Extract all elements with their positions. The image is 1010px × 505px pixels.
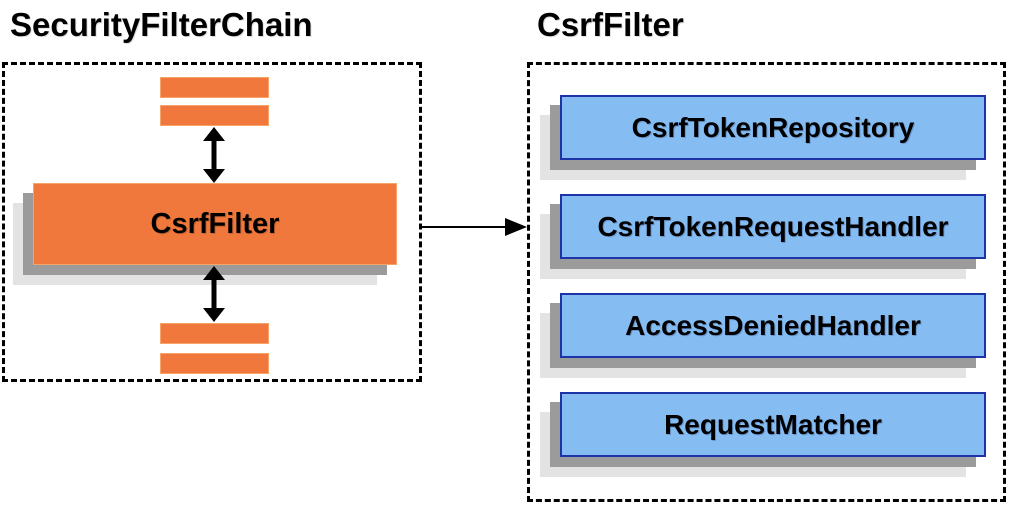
security-filter-chain-title: SecurityFilterChain [10,6,313,43]
filter-bar [160,353,269,374]
up-down-arrow-icon [203,127,225,183]
component-box-label: CsrfTokenRepository [631,111,915,143]
csrf-filter-box-label: CsrfFilter [150,207,280,240]
csrf-filter-box: CsrfFilter [33,183,397,265]
right-arrow-icon [421,218,527,236]
component-box-csrf-token-repository: CsrfTokenRepository [560,95,986,160]
up-down-arrow-icon [203,266,225,322]
filter-bar [160,77,269,98]
component-box-label: RequestMatcher [664,408,882,440]
component-box-csrf-token-request-handler: CsrfTokenRequestHandler [560,194,986,259]
csrf-filter-title: CsrfFilter [537,6,684,43]
component-box-access-denied-handler: AccessDeniedHandler [560,293,986,358]
component-box-request-matcher: RequestMatcher [560,392,986,457]
filter-bar [160,323,269,344]
csrf-filter-container [527,62,1006,502]
component-box-label: AccessDeniedHandler [625,309,921,341]
component-box-label: CsrfTokenRequestHandler [597,210,949,242]
filter-bar [160,105,269,126]
security-filter-chain-container [2,62,422,382]
